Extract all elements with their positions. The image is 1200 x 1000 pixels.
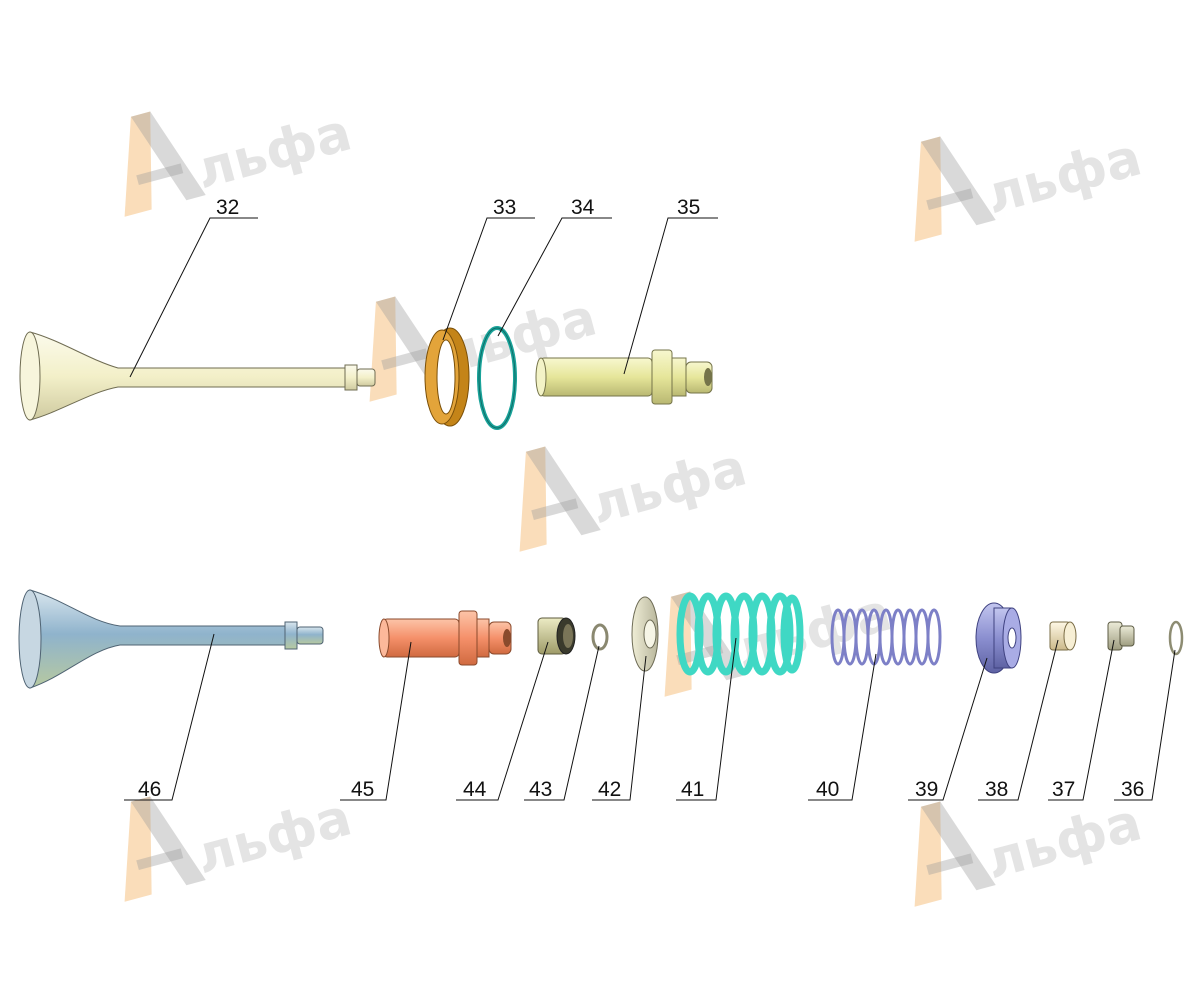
- leader-38: [978, 639, 1059, 801]
- part-spring-retainer: [975, 602, 1022, 674]
- leader-40: [808, 653, 877, 801]
- watermark-logo: льфа: [100, 788, 358, 902]
- leader-39: [908, 657, 988, 801]
- callout-37: 37: [1052, 778, 1075, 801]
- watermark-text: льфа: [190, 103, 358, 202]
- part-spring-washer: [631, 596, 659, 672]
- part-exhaust-valve: [19, 331, 376, 421]
- watermark-logo: льфа: [890, 128, 1148, 242]
- callout-36: 36: [1121, 778, 1144, 801]
- leader-34: [497, 217, 612, 337]
- leader-44: [456, 641, 549, 801]
- watermark-logo: льфа: [495, 438, 753, 552]
- part-valve-guide-upper: [535, 349, 713, 405]
- callout-40: 40: [816, 778, 839, 801]
- leader-42: [592, 655, 647, 801]
- leader-lines: [124, 217, 1176, 801]
- watermark-text: льфа: [980, 793, 1148, 892]
- callout-32: 32: [216, 196, 239, 219]
- callout-38: 38: [985, 778, 1008, 801]
- leader-41: [676, 637, 737, 801]
- part-retaining-clip: [1168, 620, 1184, 656]
- callout-45: 45: [351, 778, 374, 801]
- part-valve-lock: [1107, 621, 1135, 651]
- watermark-text: льфа: [585, 438, 753, 537]
- callout-33: 33: [493, 196, 516, 219]
- callout-35: 35: [677, 196, 700, 219]
- part-valve-guide-lower: [378, 610, 512, 666]
- part-intake-valve: [18, 589, 324, 689]
- leader-43: [524, 645, 600, 801]
- leader-36: [1114, 649, 1176, 801]
- part-valve-cap: [1049, 621, 1077, 651]
- part-wire-ring: [477, 326, 517, 430]
- callout-42: 42: [598, 778, 621, 801]
- leader-45: [340, 641, 412, 801]
- watermark-text: льфа: [190, 788, 358, 887]
- leader-33: [442, 217, 535, 341]
- leader-37: [1048, 639, 1115, 801]
- part-small-ring: [591, 623, 609, 651]
- part-inner-spring: [830, 608, 942, 666]
- watermark-logo: льфа: [890, 793, 1148, 907]
- callout-44: 44: [463, 778, 487, 801]
- callout-43: 43: [529, 778, 552, 801]
- callout-46: 46: [138, 778, 161, 801]
- leader-46: [124, 633, 215, 801]
- watermark-text: льфа: [980, 128, 1148, 227]
- part-stem-seal: [537, 617, 576, 655]
- part-outer-spring: [676, 592, 804, 676]
- callout-34: 34: [571, 196, 595, 219]
- callout-39: 39: [915, 778, 938, 801]
- leader-32: [129, 217, 258, 378]
- leader-35: [623, 217, 718, 375]
- callout-41: 41: [681, 778, 704, 801]
- part-seat-ring: [424, 327, 470, 427]
